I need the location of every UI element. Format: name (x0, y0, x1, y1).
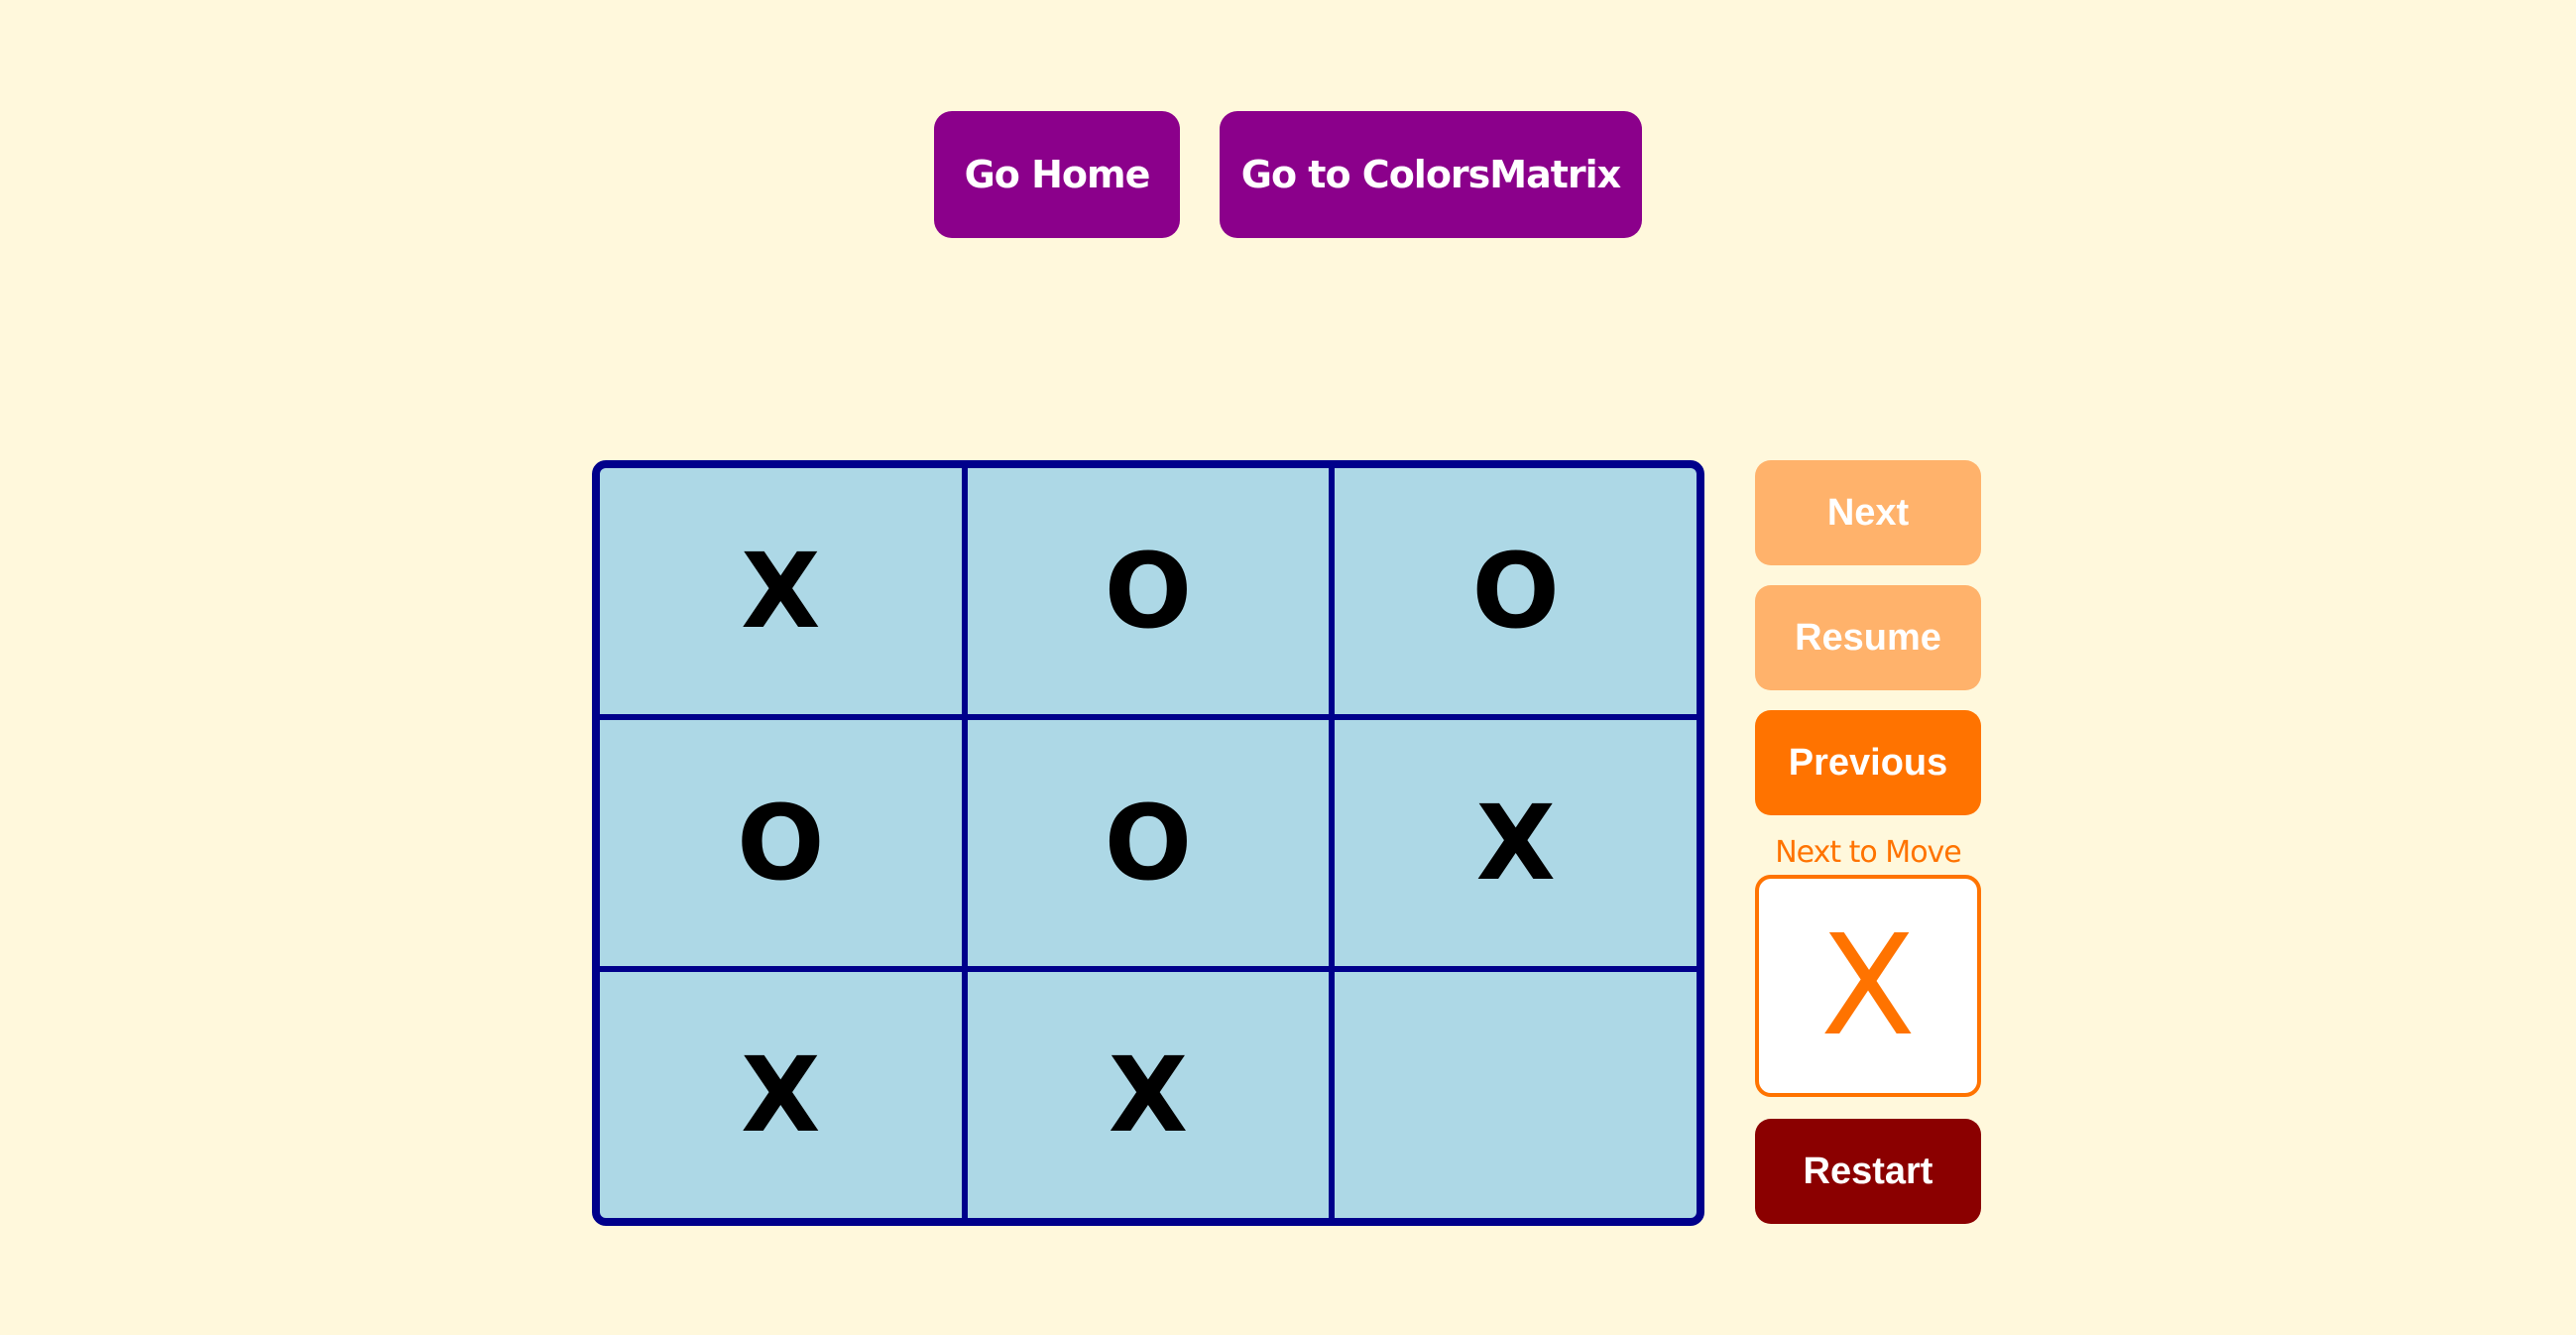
next-to-move-label: Next to Move (1775, 835, 1962, 870)
board-cell-1[interactable]: X (600, 468, 962, 714)
next-player-indicator: X (1755, 875, 1981, 1097)
board-cell-4[interactable]: O (600, 720, 962, 966)
restart-button[interactable]: Restart (1755, 1119, 1981, 1224)
game-board: X O O O O X X X (592, 460, 1704, 1226)
resume-button[interactable]: Resume (1755, 585, 1981, 690)
go-to-colorsmatrix-button[interactable]: Go to ColorsMatrix (1220, 111, 1642, 238)
board-cell-6[interactable]: X (1335, 720, 1697, 966)
board-cell-8[interactable]: X (967, 972, 1330, 1218)
next-button[interactable]: Next (1755, 460, 1981, 565)
previous-button[interactable]: Previous (1755, 710, 1981, 815)
go-home-button[interactable]: Go Home (934, 111, 1180, 238)
board-cell-5[interactable]: O (967, 720, 1330, 966)
board-cell-9[interactable] (1335, 972, 1697, 1218)
board-cell-3[interactable]: O (1335, 468, 1697, 714)
board-cell-7[interactable]: X (600, 972, 962, 1218)
board-cell-2[interactable]: O (967, 468, 1330, 714)
